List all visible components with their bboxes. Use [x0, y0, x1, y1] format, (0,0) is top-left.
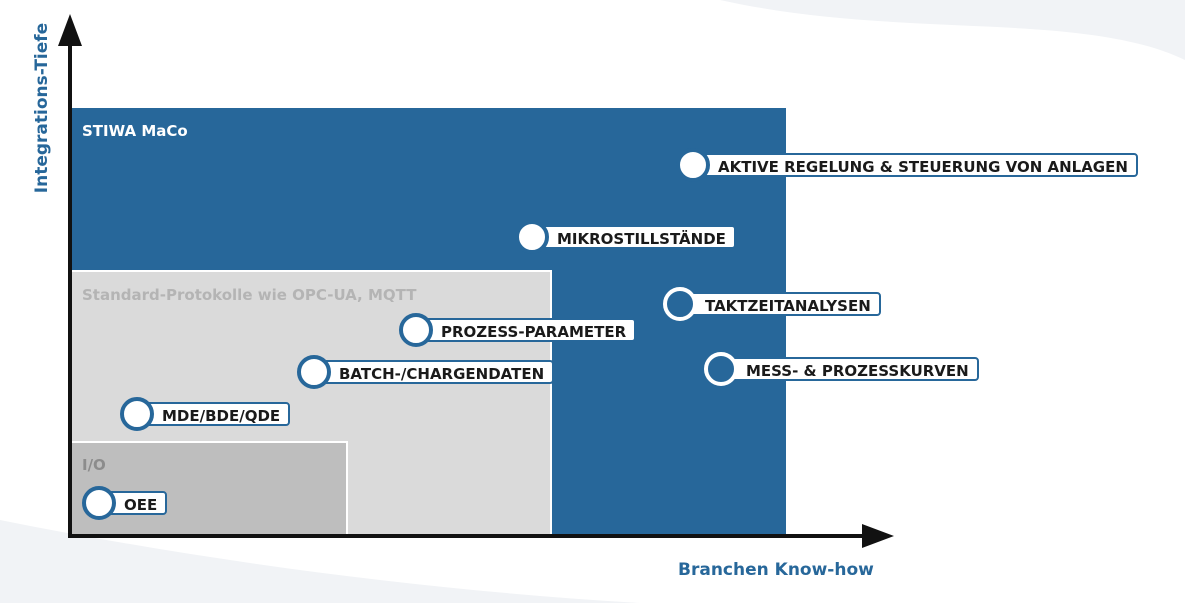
marker-dot-icon — [297, 355, 331, 389]
item-label: MESS- & PROZESSKURVEN — [722, 357, 979, 381]
io-zone — [70, 441, 348, 534]
marker-dot-icon — [399, 313, 433, 347]
stiwa-maco-zone-title: STIWA MaCo — [82, 122, 188, 140]
y-axis-title: Integrations-Tiefe — [32, 22, 52, 194]
item-label: MIKROSTILLSTÄNDE — [533, 225, 736, 249]
item-label: TAKTZEITANALYSEN — [681, 292, 881, 316]
standard-protocols-zone-title: Standard-Protokolle wie OPC-UA, MQTT — [82, 286, 417, 304]
marker-dot-icon — [676, 148, 710, 182]
marker-dot-icon — [120, 397, 154, 431]
x-axis-arrow-icon — [862, 524, 894, 548]
marker-dot-icon — [82, 486, 116, 520]
item-label: BATCH-/CHARGENDATEN — [315, 360, 555, 384]
io-zone-title: I/O — [82, 456, 106, 474]
item-label: PROZESS-PARAMETER — [417, 318, 637, 342]
marker-dot-icon — [515, 220, 549, 254]
item-label: AKTIVE REGELUNG & STEUERUNG VON ANLAGEN — [694, 153, 1138, 177]
x-axis-title: Branchen Know-how — [678, 560, 874, 580]
y-axis-arrow-icon — [58, 14, 82, 46]
marker-dot-icon — [663, 287, 697, 321]
marker-dot-icon — [704, 352, 738, 386]
item-label: MDE/BDE/QDE — [138, 402, 291, 426]
